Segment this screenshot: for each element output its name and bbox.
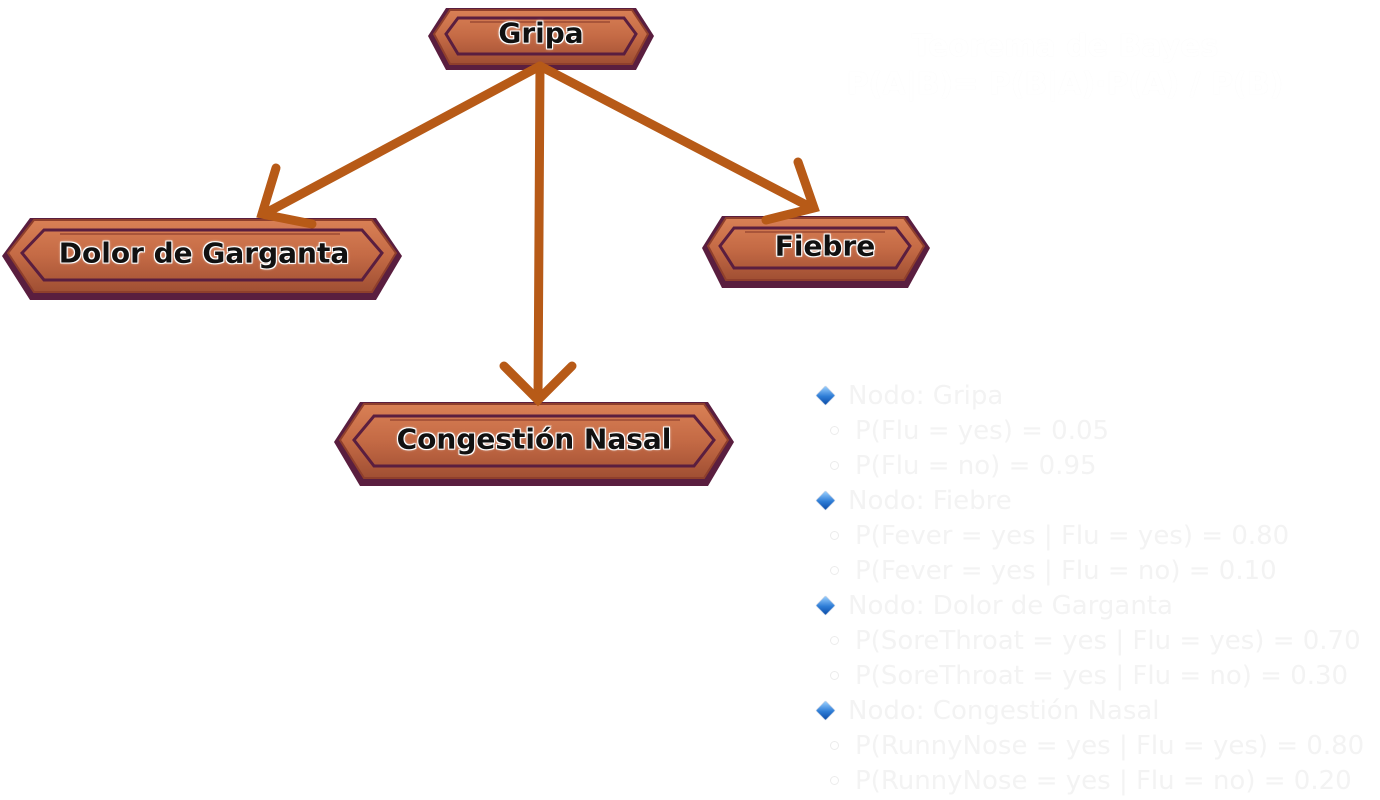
node-dolor-sign [2, 218, 402, 300]
node-gripa-sign [428, 8, 654, 70]
node-congestion-sign [334, 402, 734, 486]
hollow-circle-icon [830, 636, 839, 645]
blue-diamond-icon [816, 386, 835, 405]
group-fiebre: Nodo: Fiebre [815, 483, 1375, 518]
probability-text: P(Flu = yes) = 0.05 [855, 415, 1110, 446]
group-congestion: Nodo: Congestión Nasal [815, 693, 1375, 728]
hollow-circle-icon [830, 531, 839, 540]
probability-text: P(Flu = no) = 0.95 [855, 450, 1097, 481]
list-item: P(RunnyNose = yes | Flu = yes) = 0.80 [815, 728, 1375, 763]
edge-gripa-fiebre [535, 61, 820, 225]
edge-gripa-congestion [499, 61, 577, 407]
hollow-circle-icon [830, 671, 839, 680]
node-label-gripa: Gripa [498, 16, 584, 50]
probability-text: P(Fever = yes | Flu = yes) = 0.80 [855, 520, 1290, 551]
node-label-congestion: Congestión Nasal [396, 422, 672, 456]
hollow-circle-icon [830, 776, 839, 785]
list-item: P(SoreThroat = yes | Flu = yes) = 0.70 [815, 623, 1375, 658]
group-title: Nodo: Fiebre [848, 485, 1012, 516]
hollow-circle-icon [830, 741, 839, 750]
list-item: P(Fever = yes | Flu = yes) = 0.80 [815, 518, 1375, 553]
group-title: Nodo: Dolor de Garganta [848, 590, 1173, 621]
probability-text: P(Fever = yes | Flu = no) = 0.10 [855, 555, 1277, 586]
group-title: Nodo: Gripa [848, 380, 1004, 411]
list-item: P(RunnyNose = yes | Flu = no) = 0.20 [815, 763, 1375, 798]
list-item: P(Flu = yes) = 0.05 [815, 413, 1375, 448]
node-label-dolor: Dolor de Garganta [58, 236, 350, 270]
hollow-circle-icon [830, 461, 839, 470]
list-item: P(SoreThroat = yes | Flu = no) = 0.30 [815, 658, 1375, 693]
probability-text: P(RunnyNose = yes | Flu = yes) = 0.80 [855, 730, 1365, 761]
list-item: P(Fever = yes | Flu = no) = 0.10 [815, 553, 1375, 588]
edge-gripa-dolor [256, 61, 545, 229]
hollow-circle-icon [830, 566, 839, 575]
node-label-fiebre: Fiebre [774, 229, 876, 263]
probability-text: P(SoreThroat = yes | Flu = yes) = 0.70 [855, 625, 1361, 656]
hollow-circle-icon [830, 426, 839, 435]
probability-list: Nodo: Gripa P(Flu = yes) = 0.05 P(Flu = … [815, 378, 1375, 798]
group-title: Nodo: Congestión Nasal [848, 695, 1160, 726]
bayes-formula: P(A|B)= P(B|A)·P(A) / P(B) [846, 67, 1284, 102]
blue-diamond-icon [816, 701, 835, 720]
list-item: P(Flu = no) = 0.95 [815, 448, 1375, 483]
blue-diamond-icon [816, 491, 835, 510]
probability-text: P(RunnyNose = yes | Flu = no) = 0.20 [855, 765, 1352, 796]
blue-diamond-icon [816, 596, 835, 615]
probability-text: P(SoreThroat = yes | Flu = no) = 0.30 [855, 660, 1349, 691]
group-dolor: Nodo: Dolor de Garganta [815, 588, 1375, 623]
bayes-title: Teorema de Bayes P(A|B)= P(B|A)·P(A) / P… [847, 28, 1284, 104]
bayes-title-line1: Teorema de Bayes [911, 29, 1219, 64]
group-gripa: Nodo: Gripa [815, 378, 1375, 413]
node-fiebre-sign [702, 216, 930, 288]
